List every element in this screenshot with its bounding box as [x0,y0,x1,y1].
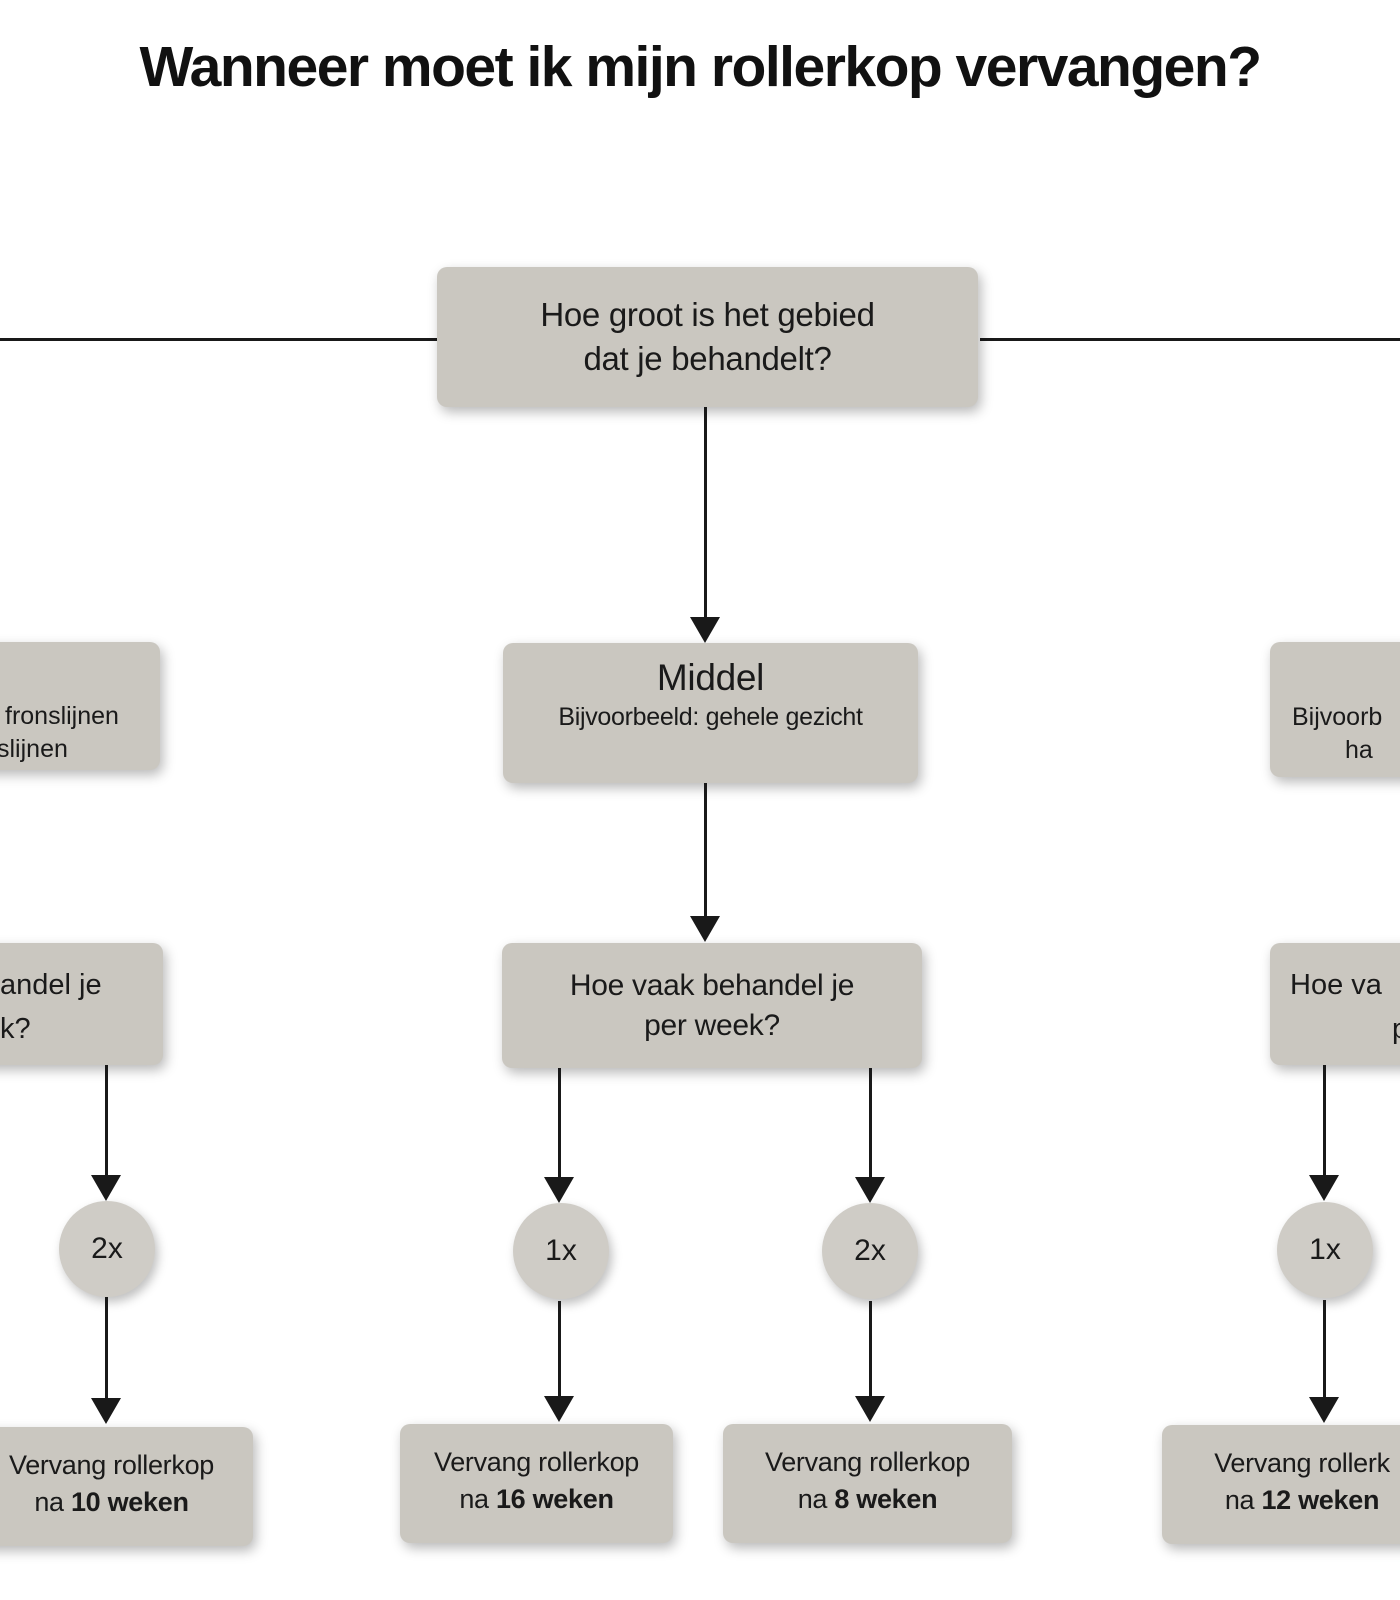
right-result-line1: Vervang rollerk [1214,1447,1390,1478]
mid-frequency-label-2x: 2x [854,1234,886,1267]
mid-frequency-label-1x: 1x [545,1234,577,1267]
connector-horizontal-left [0,338,437,341]
middle-question-box: Hoe vaak behandel je per week? [502,943,922,1068]
left-frequency-label: 2x [91,1232,123,1265]
left-result-prefix: na [34,1486,71,1517]
left-question-line2: k? [0,1013,31,1045]
left-frequency-circle: 2x [59,1201,155,1297]
left-result-line1: Vervang rollerkop [8,1449,215,1480]
mid-frequency-circle-1x: 1x [513,1203,609,1299]
arrow-down-icon [544,1177,574,1203]
page-title: Wanneer moet ik mijn rollerkop vervangen… [139,35,1262,99]
arrow-down-icon [91,1175,121,1201]
arrow-down-icon [1309,1175,1339,1201]
arrow-down-icon [1309,1397,1339,1423]
right-example-line1: Bijvoorb [1292,703,1383,731]
right-example-line2: ha [1345,736,1373,764]
right-result-box: Vervang rollerk na 12 weken [1162,1425,1400,1544]
right-result-weeks: 12 weken [1261,1484,1380,1515]
mid-result-16-weeks: 16 weken [495,1483,614,1514]
connector-mid-question-to-circle-2x [869,1068,872,1177]
mid-result-8-weeks: 8 weken [834,1483,938,1514]
root-question-line1: Hoe groot is het gebied [540,296,875,333]
connector-right-circle-to-result [1323,1300,1326,1397]
mid-result-16-prefix: na [459,1483,496,1514]
mid-result-box-16: Vervang rollerkop na 16 weken [400,1424,673,1543]
left-result-box: Vervang rollerkop na 10 weken [0,1427,253,1546]
right-question-line2: p [1392,1010,1400,1048]
left-example-line1: fronslijnen [5,702,119,730]
left-question-line1: andel je [0,969,102,1001]
connector-root-to-middel [704,407,707,620]
left-example-line2: slijnen [0,735,68,763]
arrow-down-icon [91,1398,121,1424]
root-question-box: Hoe groot is het gebied dat je behandelt… [437,267,978,407]
left-result-weeks: 10 weken [70,1486,189,1517]
middle-question-line1: Hoe vaak behandel je [569,968,855,1002]
right-question-line1: Hoe va [1290,969,1382,1001]
right-frequency-circle: 1x [1277,1202,1373,1298]
arrow-down-icon [544,1396,574,1422]
connector-horizontal-right [980,338,1400,341]
middle-question-line2: per week? [644,1008,780,1042]
mid-frequency-circle-2x: 2x [822,1203,918,1299]
right-result-line2: na 12 weken [1224,1482,1380,1519]
right-frequency-label: 1x [1309,1233,1341,1266]
connector-left-question-to-circle [105,1065,108,1175]
root-question-line2: dat je behandelt? [583,340,832,377]
arrow-down-icon [855,1396,885,1422]
mid-result-8-prefix: na [797,1483,835,1514]
connector-mid-question-to-circle-1x [558,1068,561,1177]
left-result-line2: na 10 weken [34,1484,189,1521]
connector-mid-circle-1x-to-result [558,1301,561,1396]
arrow-down-icon [855,1177,885,1203]
mid-result-16-line1: Vervang rollerkop [433,1446,640,1477]
arrow-down-icon [690,916,720,942]
connector-left-circle-to-result [105,1297,108,1398]
middel-size-example: Bijvoorbeeld: gehele gezicht [558,703,863,731]
mid-result-box-8: Vervang rollerkop na 8 weken [723,1424,1012,1543]
right-question-box [1270,943,1400,1065]
mid-result-16-line2: na 16 weken [459,1481,614,1518]
connector-right-question-to-circle [1323,1065,1326,1175]
connector-middel-to-question [704,783,707,918]
middel-size-box: Middel Bijvoorbeeld: gehele gezicht [503,643,918,783]
connector-mid-circle-2x-to-result [869,1301,872,1396]
middel-size-label: Middel [656,657,765,698]
arrow-down-icon [690,617,720,643]
right-result-prefix: na [1224,1484,1262,1515]
mid-result-8-line1: Vervang rollerkop [764,1446,971,1477]
mid-result-8-line2: na 8 weken [798,1481,938,1518]
